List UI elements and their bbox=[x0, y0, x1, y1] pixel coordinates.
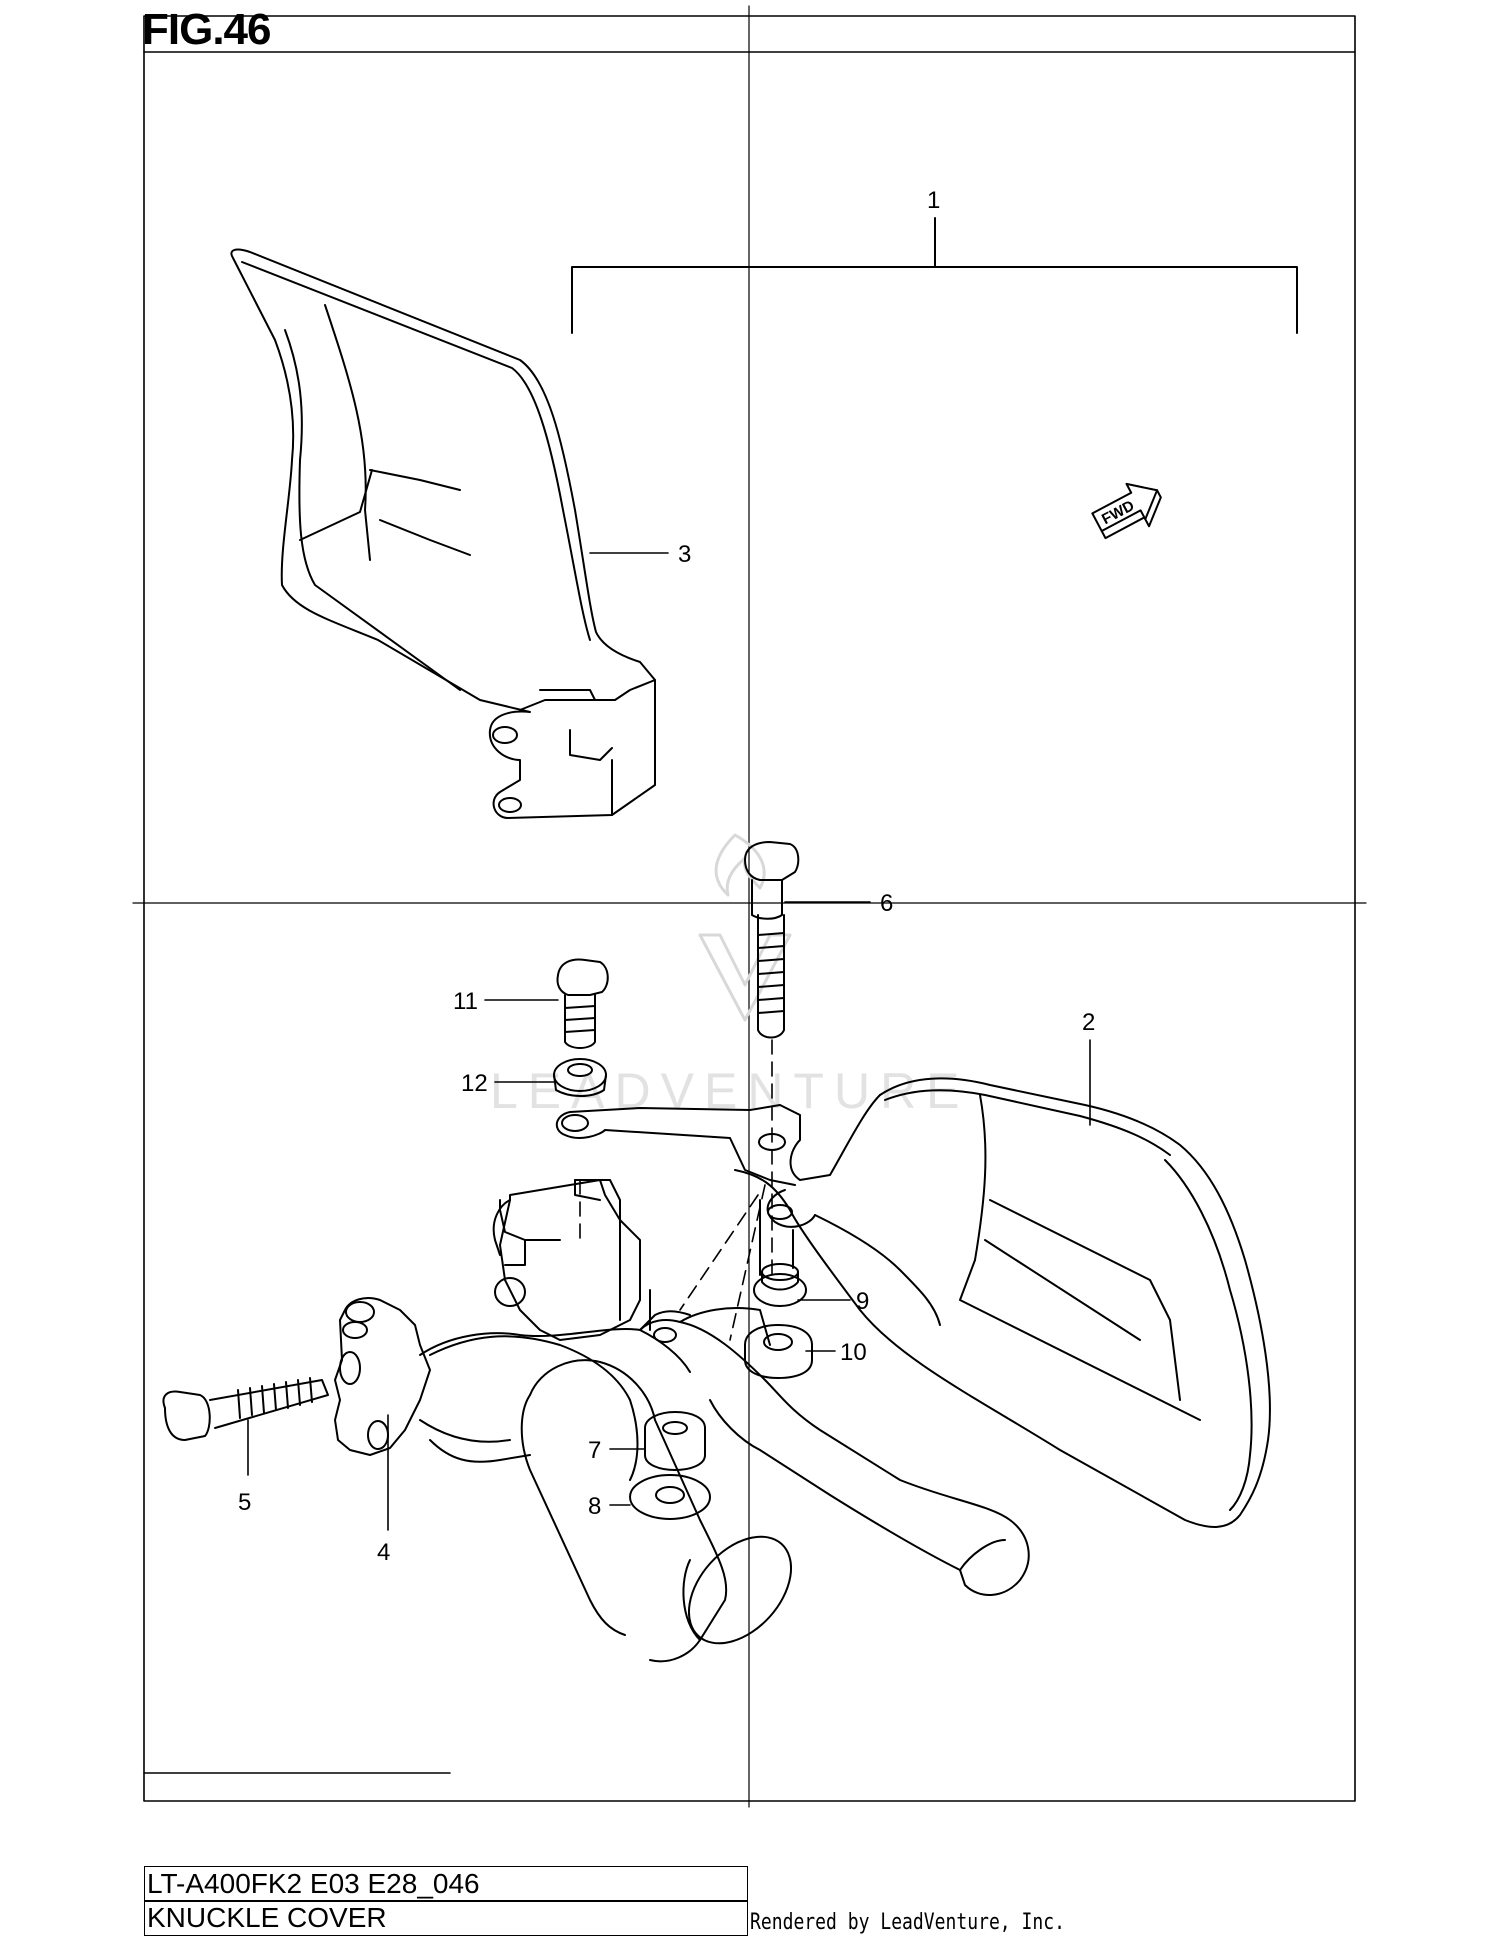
section-name-box: KNUCKLE COVER bbox=[144, 1900, 748, 1936]
part-7-nut bbox=[644, 1411, 706, 1471]
callout-10: 10 bbox=[840, 1339, 867, 1366]
part-11-bolt bbox=[556, 958, 609, 1049]
callout-7: 7 bbox=[588, 1437, 601, 1464]
callout-labels: 1 2 3 4 5 6 7 8 9 10 11 12 bbox=[238, 187, 1095, 1566]
part-8-washer bbox=[629, 1474, 711, 1520]
figure-title: FIG.46 bbox=[142, 5, 271, 54]
model-code-box: LT-A400FK2 E03 E28_046 bbox=[144, 1866, 748, 1902]
part-2-right-knuckle-cover bbox=[555, 1077, 1271, 1528]
callout-1: 1 bbox=[927, 187, 940, 214]
callout-2: 2 bbox=[1082, 1009, 1095, 1036]
part-12-washer bbox=[553, 1058, 607, 1097]
rendered-by-credit: Rendered by LeadVenture, Inc. bbox=[750, 1910, 1065, 1935]
callout-6: 6 bbox=[880, 890, 893, 917]
part-3-left-knuckle-cover bbox=[230, 248, 656, 819]
part-9-washer bbox=[753, 1263, 807, 1307]
leader-lines bbox=[247, 552, 1091, 1531]
part-10-nut bbox=[744, 1324, 813, 1379]
assembly-guide-lines bbox=[579, 1039, 773, 1341]
callout-11: 11 bbox=[453, 988, 478, 1015]
part-5-bolt bbox=[162, 1377, 329, 1441]
callout-3: 3 bbox=[678, 541, 691, 568]
callout-4: 4 bbox=[377, 1539, 390, 1566]
kit-bracket-1 bbox=[571, 217, 1298, 334]
callout-5: 5 bbox=[238, 1489, 251, 1516]
part-4-lever-holder bbox=[334, 1179, 1030, 1663]
callout-8: 8 bbox=[588, 1493, 601, 1520]
part-6-bolt bbox=[744, 841, 800, 1039]
callout-12: 12 bbox=[461, 1070, 488, 1097]
fwd-arrow-icon: FWD bbox=[1091, 482, 1162, 540]
callout-9: 9 bbox=[856, 1288, 869, 1315]
diagram-frame bbox=[132, 5, 1367, 1808]
